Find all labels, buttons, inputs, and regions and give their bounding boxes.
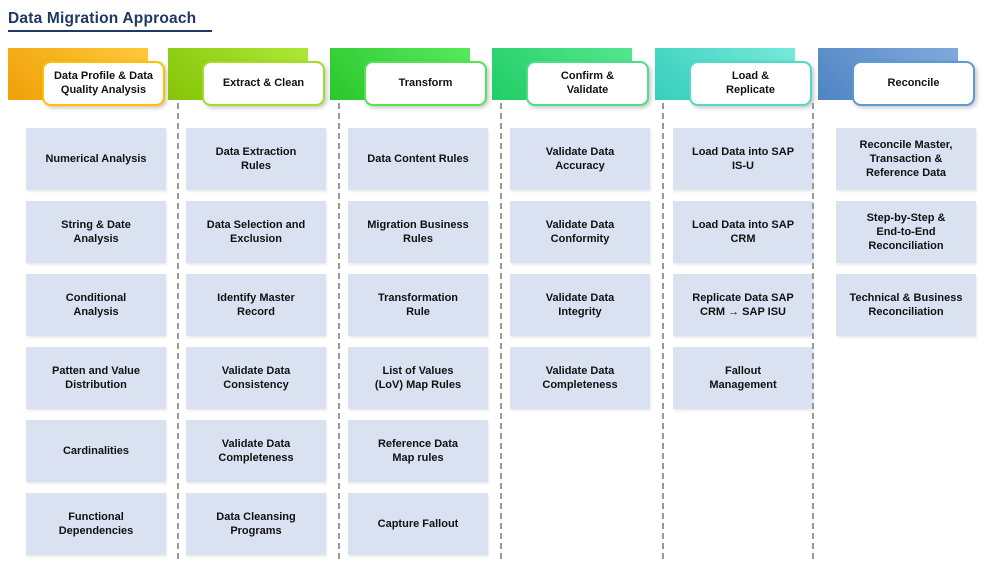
stage-label-box: Reconcile [852,61,975,106]
stage-label: Transform [398,76,453,89]
task-label: Functional Dependencies [58,510,134,537]
task-label: Replicate Data SAP CRM → SAP ISU [692,291,794,318]
stage-label-box: Extract & Clean [202,61,325,106]
task-label: Fallout Management [709,364,777,391]
task-label: String & Date Analysis [61,218,131,245]
column-body: Reconcile Master, Transaction & Referenc… [836,128,976,336]
task-label: Conditional Analysis [65,291,127,318]
task-box: Reference Data Map rules [348,420,488,482]
task-label: Data Content Rules [367,152,469,165]
task-box: Validate Data Completeness [510,347,650,409]
task-box: String & Date Analysis [26,201,166,263]
task-box: Load Data into SAP CRM [673,201,813,263]
task-label: Reference Data Map rules [377,437,459,464]
task-box: Reconcile Master, Transaction & Referenc… [836,128,976,190]
stage-label-box: Data Profile & Data Quality Analysis [42,61,165,106]
column-separator [500,103,502,559]
task-label: Step-by-Step & End-to-End Reconciliation [866,211,946,253]
task-label: Migration Business Rules [367,218,469,245]
task-box: Validate Data Accuracy [510,128,650,190]
task-label: Validate Data Consistency [221,364,291,391]
stage-label: Confirm & Validate [560,69,615,96]
stage-label-box: Transform [364,61,487,106]
task-box: Migration Business Rules [348,201,488,263]
column-separator [812,103,814,559]
task-label: Validate Data Completeness [542,364,618,391]
task-label: Transformation Rule [377,291,459,318]
task-box: Validate Data Integrity [510,274,650,336]
task-box: Validate Data Conformity [510,201,650,263]
task-box: Capture Fallout [348,493,488,555]
column-body: Load Data into SAP IS-U Load Data into SA… [673,128,813,409]
task-box: Conditional Analysis [26,274,166,336]
task-box: Step-by-Step & End-to-End Reconciliation [836,201,976,263]
task-label: Validate Data Conformity [545,218,615,245]
task-label: Validate Data Accuracy [545,145,615,172]
task-label: Identify Master Record [217,291,295,318]
task-label: Reconcile Master, Transaction & Referenc… [859,138,953,180]
task-label: Validate Data Integrity [545,291,615,318]
stage-label-box: Confirm & Validate [526,61,649,106]
column-separator [662,103,664,559]
stage-label-box: Load & Replicate [689,61,812,106]
task-box: Data Selection and Exclusion [186,201,326,263]
task-label: Validate Data Completeness [218,437,294,464]
column-separator [177,103,179,559]
task-box: Identify Master Record [186,274,326,336]
task-label: Data Selection and Exclusion [206,218,306,245]
task-box: Transformation Rule [348,274,488,336]
task-label: List of Values (LoV) Map Rules [374,364,462,391]
task-box: Cardinalities [26,420,166,482]
task-box: Functional Dependencies [26,493,166,555]
page-title: Data Migration Approach [8,10,213,32]
task-box: List of Values (LoV) Map Rules [348,347,488,409]
stage-label: Reconcile [887,76,940,89]
task-box: Numerical Analysis [26,128,166,190]
task-label: Patten and Value Distribution [51,364,141,391]
stage-label: Extract & Clean [222,76,305,89]
task-label: Data Cleansing Programs [216,510,296,537]
task-label: Load Data into SAP IS-U [691,145,795,172]
column-separator [338,103,340,559]
task-box: Fallout Management [673,347,813,409]
task-label: Cardinalities [62,444,130,457]
task-box: Data Content Rules [348,128,488,190]
task-box: Load Data into SAP IS-U [673,128,813,190]
task-box: Validate Data Completeness [186,420,326,482]
stage-label: Data Profile & Data Quality Analysis [53,69,154,96]
stage-label: Load & Replicate [726,69,775,96]
task-label: Load Data into SAP CRM [691,218,795,245]
task-label: Data Extraction Rules [215,145,297,172]
task-box: Replicate Data SAP CRM → SAP ISU [673,274,813,336]
task-label: Numerical Analysis [45,152,147,165]
task-box: Technical & Business Reconciliation [836,274,976,336]
task-box: Data Extraction Rules [186,128,326,190]
task-box: Validate Data Consistency [186,347,326,409]
task-box: Data Cleansing Programs [186,493,326,555]
task-label: Technical & Business Reconciliation [849,291,963,318]
task-box: Patten and Value Distribution [26,347,166,409]
task-label: Capture Fallout [377,517,459,530]
